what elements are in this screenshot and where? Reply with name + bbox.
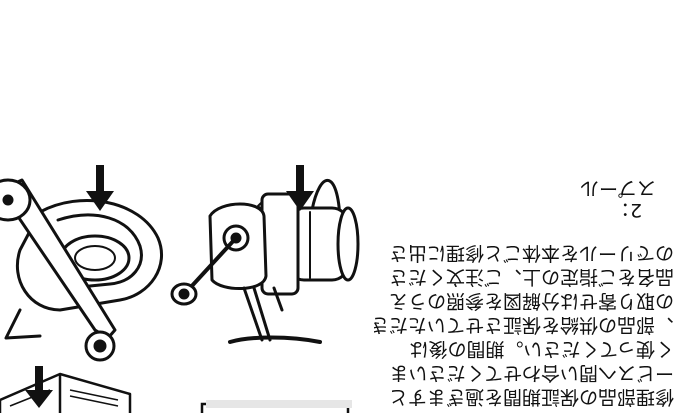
down-arrow-icon — [86, 165, 114, 211]
paragraph-line: 修理部品の保証期間を過ぎますと — [388, 386, 674, 408]
paragraph-line: ービスへ問い合わせてくださいま — [389, 362, 674, 384]
baitcast-reel-illustration — [0, 178, 164, 362]
down-arrow-icon — [25, 366, 53, 408]
label-panel-illustration — [200, 400, 352, 413]
instruction-text-block: スプール 2： のでリールを本体ごと修理に出さ 品名をご指定の上、ご注文くださ … — [374, 0, 674, 413]
paragraph-line: 品名をご指定の上、ご注文くださ — [388, 266, 674, 288]
paragraph-line: のでリールを本体ごと修理に出さ — [388, 242, 674, 264]
parts-box-illustration — [0, 372, 132, 413]
spinning-reel-illustration — [170, 179, 360, 344]
down-arrow-icon — [286, 165, 314, 211]
paragraph-line: 、部品の供給を保証させていただきます。 — [374, 314, 674, 336]
paragraph-line: く使ってください。期間の後は — [409, 338, 674, 360]
paragraph-line: の取り寄せは分解図を参照のうえ — [388, 290, 674, 312]
section-number: 2： — [610, 199, 642, 221]
